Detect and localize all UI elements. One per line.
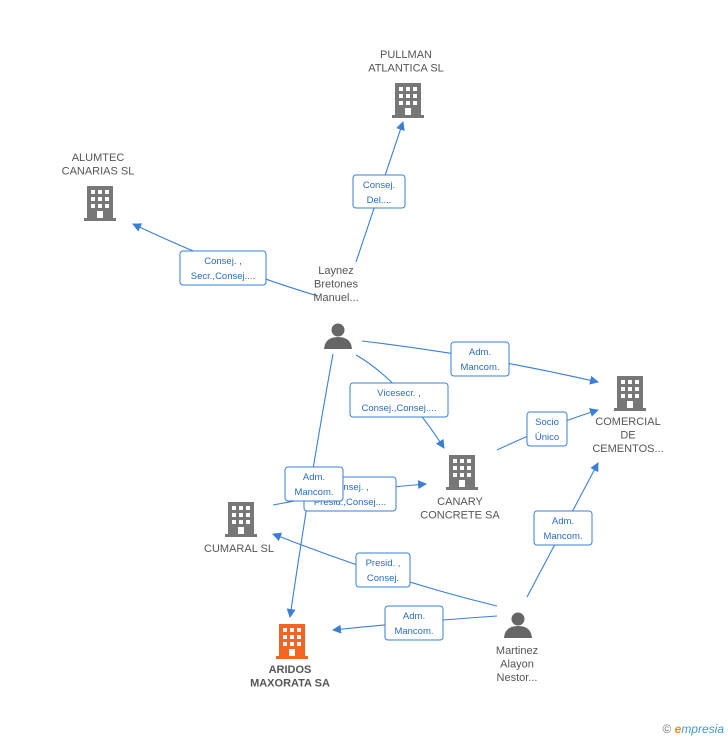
- edge-label-text: Consej.,Consej....: [362, 403, 437, 414]
- edge-label-box: [450, 341, 510, 377]
- node-label: Bretones: [314, 279, 359, 291]
- node-label: ARIDOS: [269, 664, 312, 676]
- edge-label-box: [349, 382, 449, 418]
- edge-label-box: [384, 605, 444, 641]
- node-label: CEMENTOS...: [592, 443, 663, 455]
- edge-label-martinez-comercial[interactable]: Adm. Mancom.: [533, 510, 593, 546]
- edge-label-text: Mancom.: [394, 626, 433, 637]
- edge-label-text: Presid.,Consej....: [314, 497, 386, 508]
- node-laynez[interactable]: LaynezBretonesManuel...: [313, 265, 359, 349]
- building-icon: [446, 455, 478, 490]
- edge-label-text: Consej. ,: [204, 256, 242, 267]
- edge-label-text: Adm.: [552, 516, 574, 527]
- node-cumaral[interactable]: CUMARAL SL: [204, 502, 274, 555]
- node-label: PULLMAN: [380, 49, 432, 61]
- empresia-logo-text: mpresia: [681, 722, 724, 736]
- edge-label-box: [533, 510, 593, 546]
- edge-label-text: Mancom.: [543, 531, 582, 542]
- copyright-icon: ©: [662, 722, 672, 736]
- edge-label-laynez-aridos[interactable]: Adm. Mancom.: [284, 466, 344, 502]
- edge-label-text: Del....: [367, 195, 392, 206]
- edge-label-laynez-canary[interactable]: Vicesecr. , Consej.,Consej....: [349, 382, 449, 418]
- edge-label-text: Socio: [535, 417, 559, 428]
- empresia-watermark: © empresia: [662, 722, 724, 736]
- building-icon: [276, 624, 308, 659]
- edge-label-text: Adm.: [303, 472, 325, 483]
- edge-label-martinez-cumaral[interactable]: Presid. , Consej.: [355, 552, 411, 588]
- building-icon: [392, 83, 424, 118]
- node-canary[interactable]: CANARY CONCRETE SA: [420, 455, 500, 522]
- person-icon: [324, 323, 352, 349]
- empresia-logo-initial: e: [674, 722, 682, 736]
- edge-label-text: Mancom.: [460, 362, 499, 373]
- node-label: MAXORATA SA: [250, 678, 330, 690]
- node-label: Nestor...: [497, 672, 538, 684]
- edge-label-text: Adm.: [403, 611, 425, 622]
- edge-label-text: Mancom.: [294, 487, 333, 498]
- node-label: COMERCIAL: [595, 416, 660, 428]
- edge-label-text: Consej. ,: [331, 482, 369, 493]
- node-aridos[interactable]: ARIDOS MAXORATA SA: [250, 624, 330, 690]
- node-label: Alayon: [500, 659, 534, 671]
- edge-label-box: [526, 411, 568, 447]
- edge-label-text: Consej.: [363, 180, 395, 191]
- edge-label-box: [179, 250, 267, 286]
- edge-label-text: Único: [535, 432, 559, 443]
- edge-label-martinez-aridos[interactable]: Adm. Mancom.: [384, 605, 444, 641]
- edge-label-text: Presid. ,: [366, 558, 401, 569]
- edge-label-box: [352, 174, 406, 209]
- node-alumtec[interactable]: ALUMTEC CANARIAS SL: [62, 152, 135, 221]
- node-label: ATLANTICA SL: [368, 63, 444, 75]
- edge-label-laynez-alumtec[interactable]: Consej. , Secr.,Consej....: [179, 250, 267, 286]
- node-pullman[interactable]: PULLMAN ATLANTICA SL: [368, 49, 444, 118]
- edge-label-text: Consej.: [367, 573, 399, 584]
- node-label: ALUMTEC: [72, 152, 125, 164]
- node-martinez[interactable]: MartinezAlayonNestor...: [496, 612, 538, 685]
- edge-label-box: [284, 466, 344, 502]
- node-label: CANARY: [437, 496, 483, 508]
- node-comercial[interactable]: COMERCIAL DECEMENTOS...: [592, 376, 664, 455]
- node-label: Laynez: [318, 265, 353, 277]
- node-label: DE: [620, 430, 635, 442]
- edge-label-text: Adm.: [469, 347, 491, 358]
- building-icon: [614, 376, 646, 411]
- building-icon: [84, 186, 116, 221]
- edge-label-laynez-comercial[interactable]: Adm. Mancom.: [450, 341, 510, 377]
- edge-label-laynez-pullman[interactable]: Consej. Del....: [352, 174, 406, 209]
- node-label: Manuel...: [313, 292, 358, 304]
- building-icon: [225, 502, 257, 537]
- person-icon: [504, 612, 532, 638]
- edge-label-text: Vicesecr. ,: [377, 388, 421, 399]
- edge-label-text: Secr.,Consej....: [191, 271, 255, 282]
- edge-label-box: [355, 552, 411, 588]
- node-label: CUMARAL SL: [204, 543, 274, 555]
- node-label: CANARIAS SL: [62, 166, 135, 178]
- node-label: Martinez: [496, 645, 538, 657]
- node-label: CONCRETE SA: [420, 510, 500, 522]
